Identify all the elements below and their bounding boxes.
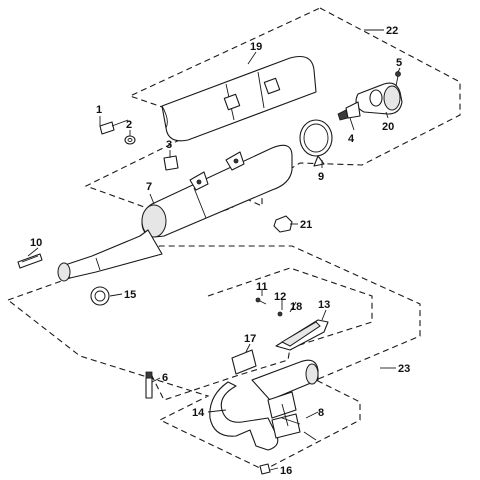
gasket-10: [17, 253, 43, 269]
callout-4: 4: [348, 133, 355, 145]
oxygen-sensor: [145, 371, 153, 399]
seal-ring-15: [90, 286, 110, 306]
bolt-11: [255, 297, 267, 305]
callout-3: 3: [166, 139, 172, 151]
washer-2: [124, 135, 136, 145]
callout-7: 7: [146, 181, 152, 193]
callout-1: 1: [96, 104, 102, 116]
spark-arrestor: [355, 82, 403, 115]
inlet-pipe: [57, 229, 163, 282]
gasket-17: [231, 349, 257, 375]
callout-14: 14: [192, 407, 205, 419]
bolt-1: [99, 119, 129, 135]
callout-16: 16: [280, 465, 292, 477]
tail-tip: [337, 101, 361, 121]
callout-8: 8: [318, 407, 324, 419]
bushing-3: [163, 155, 179, 171]
callout-6: 6: [162, 372, 168, 384]
callout-11: 11: [256, 281, 268, 293]
callout-13: 13: [318, 299, 330, 311]
clamp-ring: [299, 119, 333, 167]
nut-21: [273, 215, 293, 233]
group-23-boundary: [7, 245, 421, 471]
callout-17: 17: [244, 333, 256, 345]
callout-20: 20: [382, 121, 394, 133]
muffler: [141, 144, 293, 238]
callout-5: 5: [396, 57, 402, 69]
header-heat-shield: [275, 319, 329, 351]
callout-9: 9: [318, 171, 324, 183]
callout-15: 15: [124, 289, 136, 301]
header-pipe: [209, 359, 319, 451]
callout-23: 23: [398, 363, 410, 375]
callout-10: 10: [30, 237, 42, 249]
callout-19: 19: [250, 41, 262, 53]
callout-12: 12: [274, 291, 286, 303]
screw-5: [395, 71, 401, 87]
callout-22: 22: [386, 25, 398, 37]
leader-lines: [27, 29, 401, 471]
callout-labels: 1 2 3 4 5 6 7 8 9 10 11 12 13 14 15 16 1…: [30, 25, 410, 477]
callout-18: 18: [290, 301, 302, 313]
nut-16: [259, 463, 271, 475]
heat-shield: [161, 55, 317, 142]
callout-21: 21: [300, 219, 312, 231]
callout-2: 2: [126, 119, 132, 131]
studs-8: [281, 417, 317, 441]
clip-12: [277, 311, 283, 317]
